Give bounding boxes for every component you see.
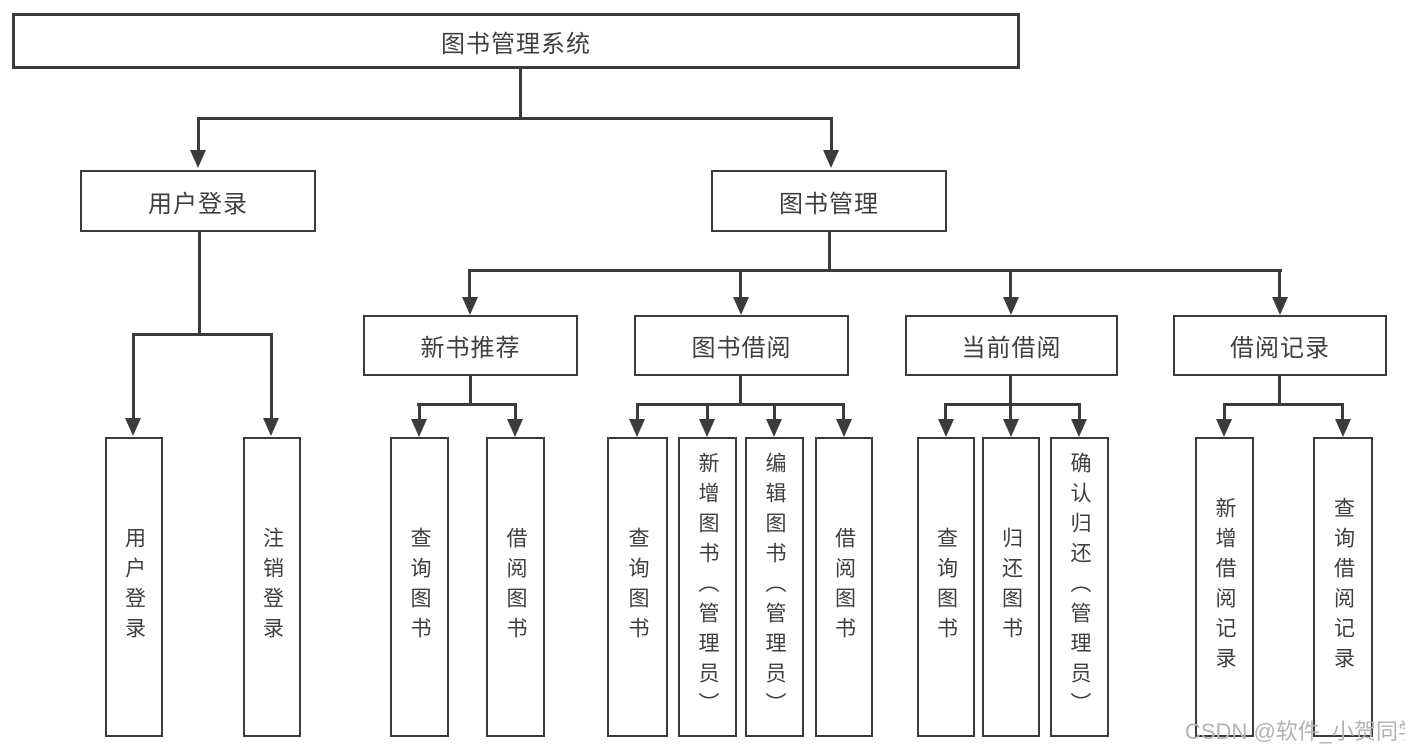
- arrow-down-icon: [462, 297, 478, 315]
- node-book-management-label: 图书管理: [779, 190, 879, 218]
- leaf-query-books-borrowing-label: 查询图书: [626, 527, 649, 647]
- arrow-down-icon: [1071, 419, 1087, 437]
- leaf-edit-book-admin: 编辑图书（管理员）: [745, 437, 804, 737]
- arrow-down-icon: [190, 150, 206, 168]
- node-book-management: 图书管理: [711, 170, 947, 232]
- connector-line: [944, 403, 1081, 406]
- connector-line: [828, 232, 831, 272]
- leaf-query-books-recommend: 查询图书: [390, 437, 449, 737]
- leaf-query-borrow-record: 查询借阅记录: [1313, 437, 1373, 737]
- arrow-down-icon: [836, 419, 852, 437]
- arrow-down-icon: [1216, 419, 1232, 437]
- node-current-borrowing: 当前借阅: [905, 315, 1118, 376]
- leaf-query-books-current-label: 查询图书: [934, 527, 958, 647]
- connector-line: [1009, 403, 1012, 424]
- connector-line: [132, 333, 135, 418]
- connector-line: [944, 403, 947, 424]
- connector-line: [830, 117, 833, 150]
- leaf-add-borrow-record-label: 新增借阅记录: [1213, 497, 1236, 677]
- leaf-user-login-label: 用户登录: [122, 527, 146, 647]
- leaf-confirm-return-admin: 确认归还（管理员）: [1050, 437, 1109, 737]
- connector-line: [1009, 269, 1012, 300]
- connector-line: [1009, 376, 1012, 406]
- node-user-login: 用户登录: [80, 170, 316, 232]
- connector-line: [469, 376, 472, 406]
- connector-line: [636, 403, 845, 406]
- node-new-book-recommendation: 新书推荐: [363, 315, 578, 376]
- connector-line: [739, 376, 742, 406]
- leaf-borrow-books-borrowing: 借阅图书: [815, 437, 873, 737]
- connector-line: [197, 117, 833, 120]
- leaf-query-books-current: 查询图书: [917, 437, 975, 737]
- node-current-borrowing-label: 当前借阅: [961, 335, 1062, 362]
- arrow-down-icon: [411, 419, 427, 437]
- connector-line: [1078, 403, 1081, 424]
- node-borrowing-records: 借阅记录: [1173, 315, 1387, 376]
- connector-line: [1278, 269, 1281, 300]
- connector-line: [270, 333, 273, 418]
- node-root-label: 图书管理系统: [441, 30, 591, 58]
- leaf-return-books: 归还图书: [982, 437, 1040, 737]
- arrow-down-icon: [938, 419, 954, 437]
- leaf-borrow-books-recommend-label: 借阅图书: [504, 527, 527, 647]
- node-user-login-label: 用户登录: [148, 190, 248, 218]
- connector-line: [1223, 403, 1226, 424]
- connector-line: [132, 333, 273, 336]
- connector-line: [198, 232, 201, 336]
- leaf-query-borrow-record-label: 查询借阅记录: [1331, 497, 1355, 677]
- connector-line: [418, 403, 421, 424]
- leaf-logout: 注销登录: [243, 437, 301, 737]
- arrow-down-icon: [1003, 419, 1019, 437]
- node-new-book-recommendation-label: 新书推荐: [420, 335, 521, 362]
- leaf-query-books-recommend-label: 查询图书: [408, 527, 431, 647]
- arrow-down-icon: [125, 418, 141, 436]
- connector-line: [1278, 376, 1281, 406]
- leaf-return-books-label: 归还图书: [999, 527, 1023, 647]
- arrow-down-icon: [263, 418, 279, 436]
- connector-line: [1341, 403, 1344, 424]
- arrow-down-icon: [699, 419, 715, 437]
- arrow-down-icon: [1272, 297, 1288, 315]
- connector-line: [519, 69, 522, 120]
- leaf-user-login: 用户登录: [105, 437, 163, 737]
- leaf-edit-book-admin-label: 编辑图书（管理员）: [763, 452, 786, 722]
- arrow-down-icon: [766, 419, 782, 437]
- node-root: 图书管理系统: [12, 13, 1020, 69]
- connector-line: [469, 269, 1282, 272]
- leaf-borrow-books-borrowing-label: 借阅图书: [832, 527, 856, 647]
- arrow-down-icon: [733, 297, 749, 315]
- connector-line: [417, 403, 517, 406]
- connector-line: [1223, 403, 1344, 406]
- connector-line: [514, 403, 517, 424]
- arrow-down-icon: [629, 419, 645, 437]
- connector-line: [706, 403, 709, 424]
- arrow-down-icon: [1003, 297, 1019, 315]
- leaf-borrow-books-recommend: 借阅图书: [486, 437, 545, 737]
- node-borrowing-records-label: 借阅记录: [1230, 335, 1330, 362]
- leaf-add-book-admin-label: 新增图书（管理员）: [696, 452, 719, 722]
- node-book-borrowing-label: 图书借阅: [691, 335, 792, 362]
- arrow-down-icon: [1335, 419, 1351, 437]
- connector-line: [739, 269, 742, 300]
- leaf-add-borrow-record: 新增借阅记录: [1195, 437, 1254, 737]
- leaf-query-books-borrowing: 查询图书: [607, 437, 668, 737]
- arrow-down-icon: [507, 419, 523, 437]
- leaf-logout-label: 注销登录: [260, 527, 284, 647]
- connector-line: [468, 269, 471, 300]
- connector-line: [842, 403, 845, 424]
- watermark: CSDN @软件_小贺同学: [1185, 719, 1405, 744]
- connector-line: [197, 117, 200, 150]
- connector-line: [636, 403, 639, 424]
- arrow-down-icon: [823, 150, 839, 168]
- leaf-add-book-admin: 新增图书（管理员）: [678, 437, 737, 737]
- connector-line: [773, 403, 776, 424]
- node-book-borrowing: 图书借阅: [634, 315, 849, 376]
- leaf-confirm-return-admin-label: 确认归还（管理员）: [1068, 452, 1091, 722]
